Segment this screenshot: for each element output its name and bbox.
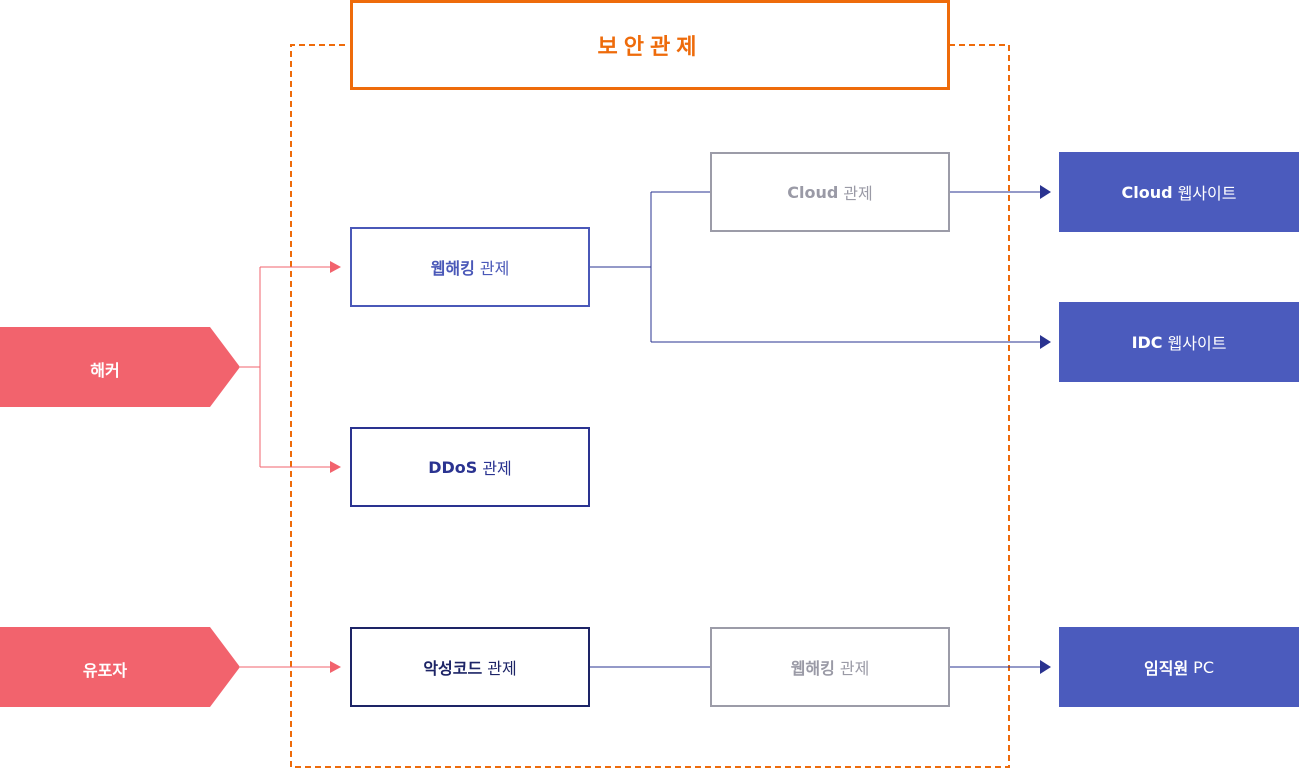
ddos-control-bold: DDoS xyxy=(428,457,478,477)
hacker-label: 해커 xyxy=(90,361,120,380)
web-hacking-2-control-text: 관제 xyxy=(839,659,870,678)
cloud-website-bold: Cloud xyxy=(1121,182,1173,202)
cloud-control-bold: Cloud xyxy=(787,182,839,202)
hacker-connector xyxy=(240,267,261,467)
security-region-border xyxy=(290,44,1010,768)
web-hacking-connector xyxy=(590,191,710,342)
employee-pc-text: PC xyxy=(1193,657,1214,677)
hacker-shape xyxy=(0,327,240,407)
web-hacking-control-bold: 웹해킹 xyxy=(430,259,475,278)
security-control-title: 보안관제 xyxy=(350,0,950,90)
cloud-website-text: 웹사이트 xyxy=(1177,184,1237,203)
distributor-shape xyxy=(0,627,240,707)
idc-website-bold: IDC xyxy=(1131,332,1163,352)
distributor-label: 유포자 xyxy=(82,661,128,680)
malware-control-bold: 악성코드 xyxy=(423,659,483,678)
web-hacking-2-control-bold: 웹해킹 xyxy=(790,659,835,678)
web-hacking-control-text: 관제 xyxy=(479,259,510,278)
malware-control-text: 관제 xyxy=(487,659,517,678)
ddos-control-text: 관제 xyxy=(482,459,512,478)
idc-website-text: 웹사이트 xyxy=(1167,334,1227,353)
cloud-control-text: 관제 xyxy=(843,184,873,203)
employee-pc-bold: 임직원 xyxy=(1144,659,1189,678)
